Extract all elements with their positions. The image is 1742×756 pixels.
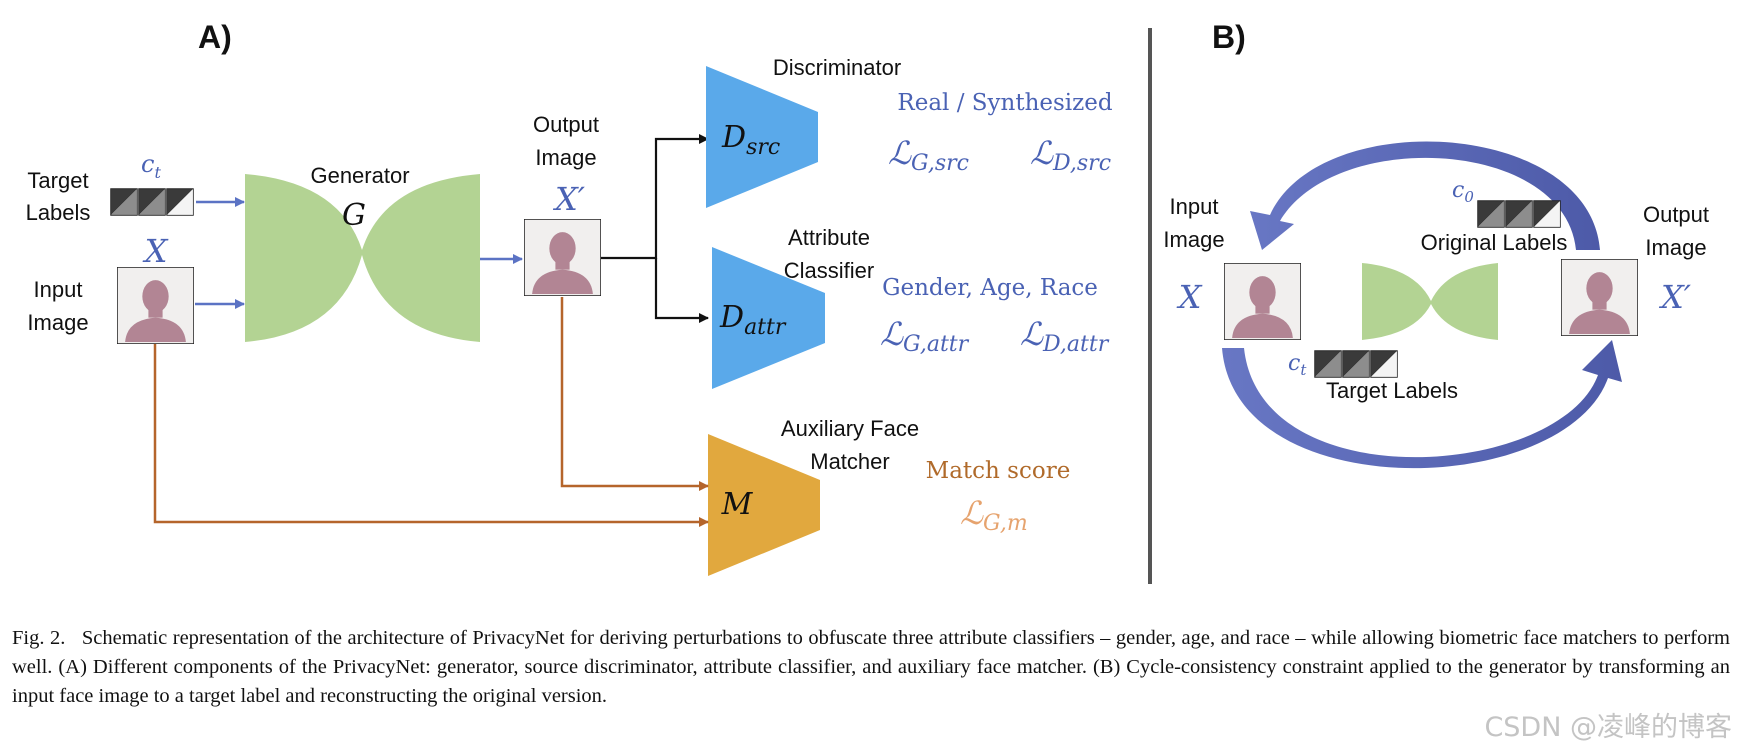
attribute-classifier-shape — [712, 247, 825, 389]
panel-a-tag: A) — [198, 19, 232, 55]
b-target-label-boxes — [1314, 350, 1398, 378]
cycle-arrow-top — [1250, 141, 1600, 250]
b-xprime-symbol: X′ — [1658, 278, 1692, 316]
generator-label: Generator — [310, 163, 409, 188]
figure-diagram: A) Target Labels ct X Input Image Genera… — [26, 19, 1709, 584]
b-x-symbol: X — [1176, 278, 1203, 316]
loss-d-attr: ℒD,attr — [1020, 315, 1110, 357]
b-input-face-image — [1224, 263, 1301, 340]
x-symbol: X — [142, 232, 169, 270]
face-matcher-shape — [708, 434, 820, 576]
m-symbol: M — [721, 487, 754, 522]
figure-caption: Fig. 2. Schematic representation of the … — [12, 624, 1730, 711]
attribute-classifier-text-1: Attribute — [788, 225, 870, 250]
watermark-text: CSDN @凌峰的博客 — [1484, 712, 1732, 743]
output-face-image — [524, 219, 601, 296]
original-label-boxes — [1477, 200, 1561, 228]
b-ct-symbol: ct — [1288, 351, 1307, 379]
discriminator-src-shape — [706, 66, 818, 208]
match-score-label: Match score — [926, 458, 1071, 484]
input-face-image — [117, 267, 194, 344]
arrow-output-to-dsrc — [601, 134, 709, 260]
caption-label: Fig. 2. — [12, 627, 66, 649]
b-input-image-text-2: Image — [1163, 227, 1224, 252]
input-image-text-1: Input — [34, 277, 83, 302]
target-labels-text-2: Labels — [26, 200, 91, 225]
loss-g-m: ℒG,m — [960, 494, 1028, 536]
panel-b-tag: B) — [1212, 19, 1246, 55]
b-output-face-image — [1561, 259, 1638, 336]
real-synthesized-label: Real / Synthesized — [897, 90, 1112, 116]
attribute-classifier-text-2: Classifier — [784, 258, 874, 283]
c0-symbol: c0 — [1452, 178, 1474, 206]
target-labels-text-1: Target — [27, 168, 88, 193]
b-output-image-text-1: Output — [1643, 202, 1709, 227]
original-labels-text: Original Labels — [1421, 230, 1568, 255]
aux-matcher-text-2: Matcher — [810, 449, 889, 474]
generator-shape — [245, 174, 480, 342]
b-output-image-text-2: Image — [1645, 235, 1706, 260]
gender-age-race-label: Gender, Age, Race — [882, 275, 1098, 301]
dsrc-symbol: Dsrc — [721, 120, 780, 160]
arrow-output-to-matcher — [560, 297, 709, 491]
b-target-labels-text: Target Labels — [1326, 378, 1458, 403]
loss-g-src: ℒG,src — [888, 134, 969, 176]
b-input-image-text-1: Input — [1170, 194, 1219, 219]
ct-symbol: ct — [141, 150, 161, 182]
generator-symbol: G — [342, 198, 366, 233]
loss-d-src: ℒD,src — [1030, 134, 1111, 176]
arrow-input-to-matcher — [153, 344, 709, 527]
b-generator-shape — [1362, 263, 1498, 340]
caption-text: Schematic representation of the architec… — [12, 627, 1731, 707]
output-image-text-1: Output — [533, 112, 599, 137]
loss-g-attr: ℒG,attr — [880, 315, 970, 357]
dattr-symbol: Dattr — [719, 300, 787, 340]
input-image-text-2: Image — [27, 310, 88, 335]
output-image-text-2: Image — [535, 145, 596, 170]
arrow-output-to-dattr — [654, 258, 709, 323]
target-label-boxes — [110, 188, 194, 216]
xprime-symbol: X′ — [552, 180, 586, 218]
discriminator-label: Discriminator — [773, 55, 901, 80]
aux-matcher-text-1: Auxiliary Face — [781, 416, 919, 441]
cycle-arrow-bottom — [1222, 340, 1622, 469]
